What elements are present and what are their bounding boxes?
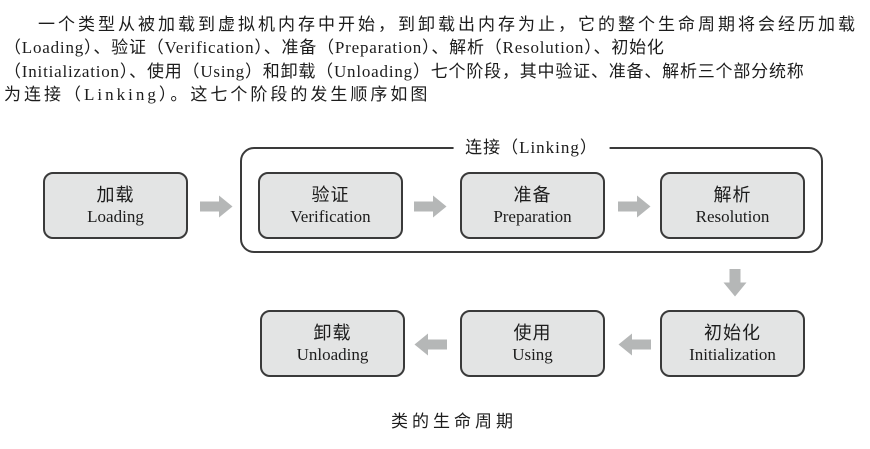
node-unloading-label-zh: 卸载 — [313, 322, 352, 343]
intro-paragraph: 一个类型从被加载到虚拟机内存中开始，到卸载出内存为止，它的整个生命周期将会经历加… — [4, 13, 868, 106]
node-unloading-label-en: Unloading — [296, 344, 369, 364]
node-resolution: 解析 Resolution — [660, 172, 805, 239]
node-initialization-label-zh: 初始化 — [704, 322, 761, 343]
linking-group-outline: 连接（Linking） — [240, 137, 823, 253]
node-preparation: 准备 Preparation — [460, 172, 605, 239]
node-using-label-en: Using — [512, 344, 553, 364]
node-initialization-label-en: Initialization — [689, 344, 776, 364]
linking-group-label: 连接（Linking） — [453, 137, 610, 159]
node-loading-label-en: Loading — [87, 206, 144, 226]
arrow-right-verification-to-preparation-icon — [414, 195, 447, 218]
node-initialization: 初始化 Initialization — [660, 310, 805, 377]
node-loading: 加载 Loading — [43, 172, 188, 239]
figure-caption: 类的生命周期 — [391, 412, 517, 431]
node-resolution-label-en: Resolution — [695, 206, 770, 226]
arrow-down-resolution-to-initialization-icon — [723, 269, 747, 297]
node-preparation-label-zh: 准备 — [513, 184, 552, 205]
node-verification-label-zh: 验证 — [311, 184, 350, 205]
paragraph-line-1: 一个类型从被加载到虚拟机内存中开始，到卸载出内存为止，它的整个生命周期将会经历加… — [38, 15, 858, 34]
arrow-left-using-to-unloading-icon — [414, 333, 447, 356]
arrow-right-preparation-to-resolution-icon — [618, 195, 651, 218]
node-using-label-zh: 使用 — [513, 322, 552, 343]
node-resolution-label-zh: 解析 — [713, 184, 752, 205]
node-unloading: 卸载 Unloading — [260, 310, 405, 377]
node-verification: 验证 Verification — [258, 172, 403, 239]
node-using: 使用 Using — [460, 310, 605, 377]
node-preparation-label-en: Preparation — [493, 206, 572, 226]
paragraph-line-2: （Loading）、验证（Verification）、准备（Preparatio… — [4, 38, 665, 58]
paragraph-line-3: （Initialization）、使用（Using）和卸载（Unloading）… — [4, 61, 805, 81]
node-loading-label-zh: 加载 — [96, 184, 135, 205]
arrow-left-initialization-to-using-icon — [618, 333, 651, 356]
arrow-right-loading-to-verification-icon — [200, 195, 233, 218]
node-verification-label-en: Verification — [290, 206, 371, 226]
paragraph-line-4: 为连接（Linking）。这七个阶段的发生顺序如图 — [4, 84, 431, 104]
